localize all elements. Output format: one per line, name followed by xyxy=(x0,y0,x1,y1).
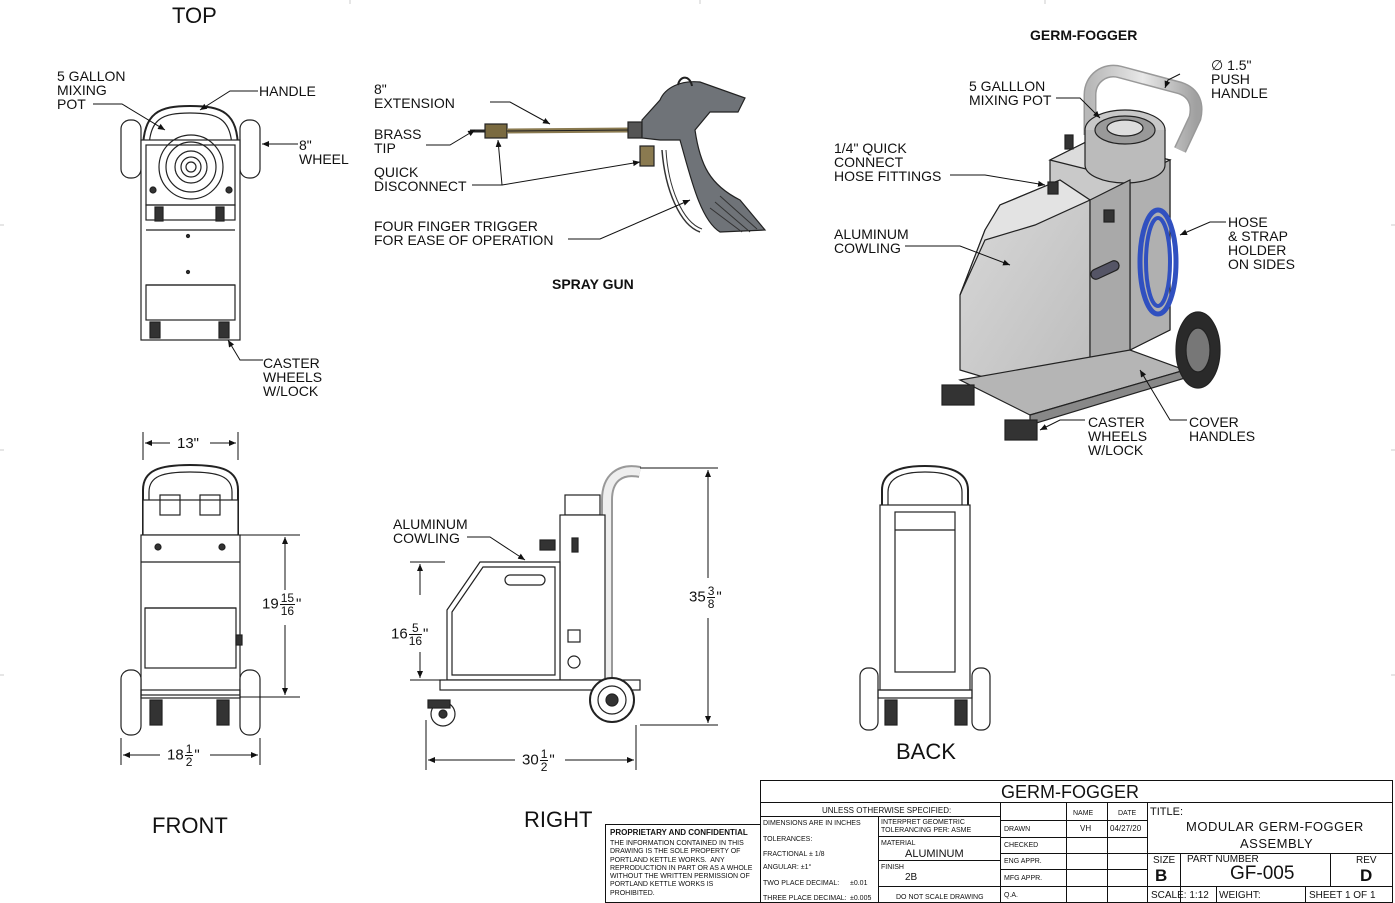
callout-top-caster: CASTER WHEELS W/LOCK xyxy=(263,355,323,399)
callout-iso-cowling: ALUMINUM COWLING xyxy=(834,226,909,256)
callout-top-mixing-pot: 5 GALLON MIXING POT xyxy=(57,68,126,112)
drawn-name: VH xyxy=(1080,824,1092,833)
title-block-header: GERM-FOGGER xyxy=(1001,782,1139,802)
proprietary-text: THE INFORMATION CONTAINED IN THIS DRAWIN… xyxy=(610,840,753,897)
callout-top-wheel: 8" WHEEL xyxy=(299,137,349,167)
dimension-lines xyxy=(120,432,718,770)
fractional-tolerance: FRACTIONAL ± 1/8 xyxy=(763,851,825,858)
finish-value: 2B xyxy=(905,872,918,883)
row-mfg: MFG APPR. xyxy=(1004,875,1043,882)
view-title-front: FRONT xyxy=(152,813,228,838)
drawn-date: 04/27/20 xyxy=(1110,824,1142,833)
row-drawn: DRAWN xyxy=(1004,826,1031,833)
two-place-value: ±0.01 xyxy=(850,880,868,887)
sheet-value: SHEET 1 OF 1 xyxy=(1309,890,1376,901)
do-not-scale: DO NOT SCALE DRAWING xyxy=(896,894,984,901)
iso-view-drawing xyxy=(941,64,1221,441)
row-eng: ENG APPR. xyxy=(1004,858,1042,865)
top-view-drawing xyxy=(120,104,261,341)
proprietary-title: PROPRIETARY AND CONFIDENTIAL xyxy=(610,828,748,837)
size-label: SIZE xyxy=(1153,855,1176,866)
row-checked: CHECKED xyxy=(1004,842,1039,849)
callout-top-handle: HANDLE xyxy=(259,83,316,99)
dims-in-inches: DIMENSIONS ARE IN INCHES xyxy=(763,820,861,827)
part-number-value: GF-005 xyxy=(1230,863,1295,884)
dim-front-width: 13" xyxy=(177,435,200,452)
part-number-label: PART NUMBER xyxy=(1187,854,1259,865)
col-date: DATE xyxy=(1118,810,1137,817)
rev-value: D xyxy=(1360,866,1373,885)
drawing-title-line2: ASSEMBLY xyxy=(1240,836,1314,851)
rev-label: REV xyxy=(1356,855,1377,866)
material-label: MATERIAL xyxy=(881,840,916,847)
callout-gun-extension: 8" EXTENSION xyxy=(374,81,455,111)
view-title-back: BACK xyxy=(896,739,956,764)
callout-right-cowling: ALUMINUM COWLING xyxy=(393,516,468,546)
title-label: TITLE: xyxy=(1150,806,1184,818)
back-view-drawing xyxy=(859,464,991,731)
callout-iso-cover-handles: COVER HANDLES xyxy=(1189,414,1256,444)
front-view-drawing xyxy=(120,463,261,736)
row-qa: Q.A. xyxy=(1004,892,1019,899)
finish-label: FINISH xyxy=(881,864,904,871)
callout-iso-mixing-pot: 5 GALLLON MIXING POT xyxy=(969,78,1052,108)
tolerances-label: TOLERANCES: xyxy=(763,836,813,843)
view-title-right: RIGHT xyxy=(524,807,593,832)
material-value: ALUMINUM xyxy=(905,848,964,860)
view-title-germ-fogger: GERM-FOGGER xyxy=(1030,27,1138,43)
callout-gun-brass-tip: BRASS TIP xyxy=(374,126,422,156)
drawing-title-line1: MODULAR GERM-FOGGER xyxy=(1186,819,1364,834)
callout-iso-quick-connect: 1/4" QUICK CONNECT HOSE FITTINGS xyxy=(834,140,942,184)
scale-value: SCALE: 1:12 xyxy=(1151,890,1209,901)
col-name: NAME xyxy=(1073,810,1094,817)
callout-iso-caster: CASTER WHEELS W/LOCK xyxy=(1088,414,1148,458)
size-value: B xyxy=(1155,866,1168,885)
three-place-value: ±0.005 xyxy=(850,895,872,902)
weight-label: WEIGHT: xyxy=(1219,890,1261,901)
callout-iso-push-handle: ∅ 1.5" PUSH HANDLE xyxy=(1211,57,1268,101)
angular-tolerance: ANGULAR: ±1° xyxy=(763,864,812,871)
interpret-geometric: INTERPRET GEOMETRIC TOLERANCING PER: ASM… xyxy=(881,819,972,834)
three-place-label: THREE PLACE DECIMAL: xyxy=(763,895,847,902)
unless-specified: UNLESS OTHERWISE SPECIFIED: xyxy=(822,806,952,815)
two-place-label: TWO PLACE DECIMAL: xyxy=(763,880,840,887)
callout-gun-quick-disconnect: QUICK DISCONNECT xyxy=(374,164,467,194)
leader-lines xyxy=(93,73,1226,561)
spray-gun-drawing xyxy=(470,76,767,233)
right-view-drawing xyxy=(427,465,642,727)
callout-gun-trigger: FOUR FINGER TRIGGER FOR EASE OF OPERATIO… xyxy=(374,218,554,248)
view-title-spray-gun: SPRAY GUN xyxy=(552,276,634,292)
view-title-top: TOP xyxy=(172,3,217,28)
callout-iso-hose-holder: HOSE & STRAP HOLDER ON SIDES xyxy=(1228,214,1295,272)
